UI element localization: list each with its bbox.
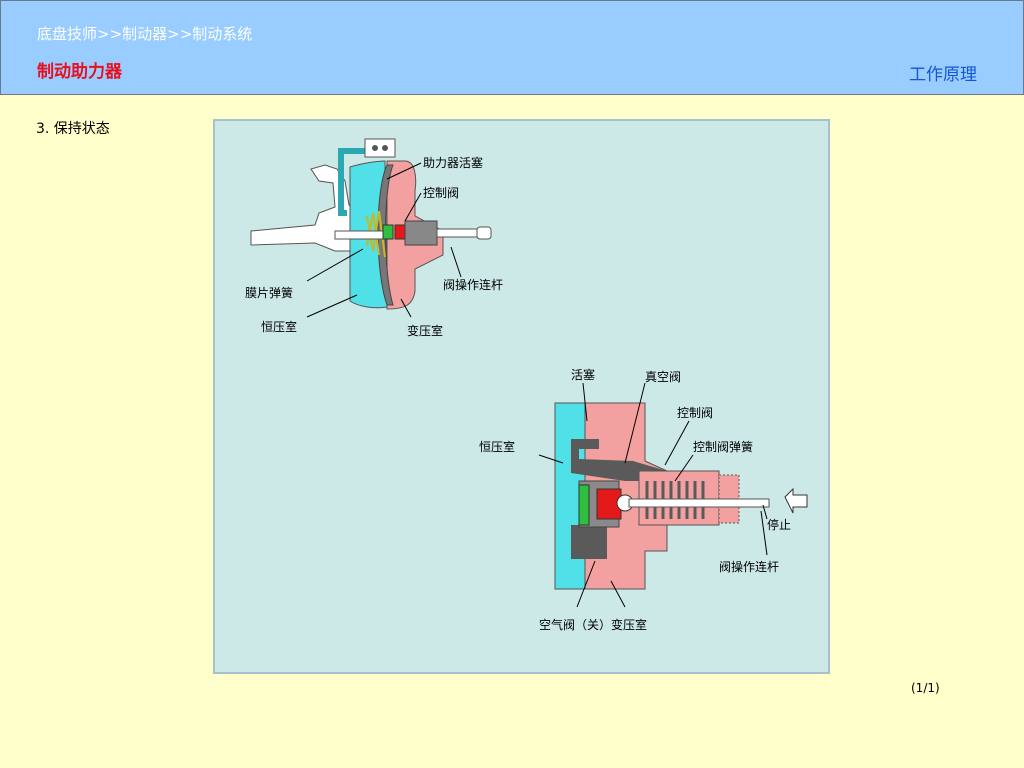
top-booster-illustration: [250, 138, 492, 318]
label-valve-operating-rod-top: 阀操作连杆: [443, 277, 503, 292]
label-variable-chamber-top: 变压室: [407, 323, 443, 338]
step-title: 3. 保持状态: [36, 121, 110, 137]
bottom-valve-detail-illustration: [538, 382, 808, 608]
header-bar: 底盘技师>>制动器>>制动系统 制动助力器 工作原理: [0, 0, 1024, 95]
principle-link[interactable]: 工作原理: [909, 65, 977, 85]
diagram-panel: 助力器活塞 控制阀 膜片弹簧 阀操作连杆 恒压室 变压室 活塞 真空阀 控制阀 …: [213, 119, 830, 674]
label-booster-piston: 助力器活塞: [423, 155, 483, 170]
label-control-valve-spring: 控制阀弹簧: [693, 439, 753, 454]
label-diaphragm-spring: 膜片弹簧: [245, 285, 293, 300]
page-indicator: (1/1): [911, 681, 940, 695]
label-control-valve-top: 控制阀: [423, 186, 459, 200]
label-valve-operating-rod-bottom: 阀操作连杆: [719, 559, 779, 574]
label-constant-chamber-bottom: 恒压室: [479, 439, 515, 454]
label-piston: 活塞: [571, 367, 595, 382]
breadcrumb[interactable]: 底盘技师>>制动器>>制动系统: [37, 25, 253, 43]
label-vacuum-valve: 真空阀: [645, 370, 681, 384]
label-stop: 停止: [767, 517, 791, 532]
label-air-valve-variable-chamber: 空气阀（关）变压室: [539, 617, 647, 632]
label-control-valve-bottom: 控制阀: [677, 406, 713, 420]
label-constant-chamber-top: 恒压室: [261, 319, 297, 334]
brake-booster-diagram: 助力器活塞 控制阀 膜片弹簧 阀操作连杆 恒压室 变压室 活塞 真空阀 控制阀 …: [245, 138, 808, 632]
section-title: 制动助力器: [37, 62, 122, 82]
